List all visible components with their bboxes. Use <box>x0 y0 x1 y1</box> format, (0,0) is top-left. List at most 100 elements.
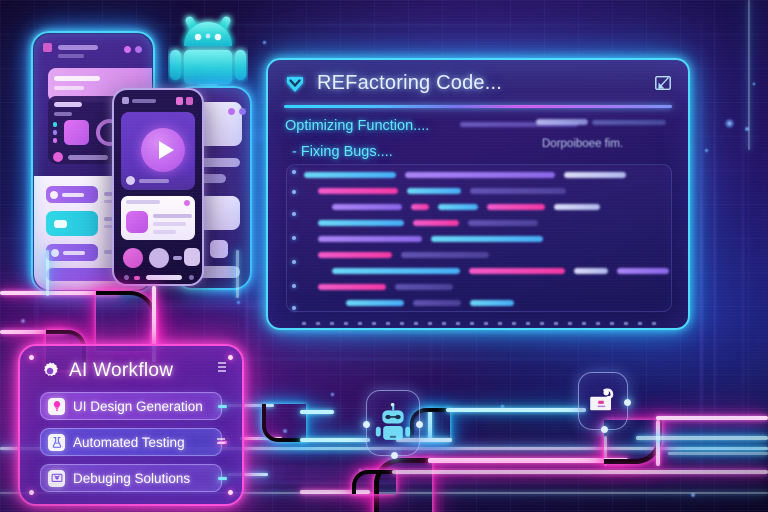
code-token <box>470 300 514 306</box>
trace-cyan <box>748 0 750 150</box>
code-token <box>617 268 669 274</box>
workflow-item-1[interactable]: UI Design Generation <box>40 392 227 420</box>
bg-streak <box>714 0 716 512</box>
bokeh-dot <box>744 126 750 132</box>
workflow-item-connector <box>218 477 227 480</box>
code-token <box>468 220 538 226</box>
gutter-marker <box>292 170 296 174</box>
code-token <box>469 268 565 274</box>
title-accent-rule <box>284 105 672 108</box>
workflow-panel-title: AI Workflow <box>69 360 174 381</box>
code-editor-window[interactable]: REFactoring Code... Optimizing Function.… <box>266 58 690 330</box>
workflow-item-label: Debuging Solutions <box>73 470 191 486</box>
trace-pink <box>656 416 768 420</box>
code-token <box>304 172 396 178</box>
workflow-item-connector <box>218 405 227 408</box>
node-pin <box>363 421 370 428</box>
gutter-marker <box>292 306 296 310</box>
code-token <box>318 220 404 226</box>
trace-pink <box>392 470 768 474</box>
ghost-label: Dorpoiboee fim. <box>542 138 624 150</box>
code-token <box>405 172 555 178</box>
bokeh-dot <box>330 392 335 397</box>
code-token <box>574 268 608 274</box>
bg-streak <box>258 0 260 512</box>
trace-pink <box>152 286 156 348</box>
bug-monitor-icon <box>48 469 65 487</box>
code-token <box>411 204 429 210</box>
bokeh-dot <box>358 468 362 472</box>
code-token <box>346 300 404 306</box>
gutter-marker <box>292 190 296 194</box>
status-line-optimizing: Optimizing Function.... <box>285 118 430 134</box>
lightbulb-icon <box>48 397 65 415</box>
code-token <box>318 188 398 194</box>
robot-icon <box>375 402 411 444</box>
bokeh-dot <box>660 440 665 445</box>
gear-icon <box>40 361 60 381</box>
code-token <box>395 284 453 290</box>
workflow-item-2[interactable]: Automated Testing <box>40 428 227 456</box>
trace-cyan <box>636 436 768 440</box>
code-token <box>407 188 461 194</box>
panel-corner-dot <box>29 490 34 495</box>
drag-grip-icon[interactable] <box>218 362 226 372</box>
chip-module-icon <box>587 387 619 416</box>
trace-pink <box>604 436 607 466</box>
bg-streak <box>742 0 744 512</box>
gutter-marker <box>292 284 296 288</box>
code-token <box>564 172 626 178</box>
code-token <box>318 284 386 290</box>
trace-pink <box>0 330 66 334</box>
bokeh-dot <box>752 82 756 86</box>
panel-corner-dot <box>228 355 233 360</box>
android-robot-logo <box>168 2 248 98</box>
workflow-item-label: Automated Testing <box>73 434 185 450</box>
code-token <box>470 188 566 194</box>
panel-corner-dot <box>228 490 233 495</box>
bg-streak <box>700 0 703 512</box>
trace-cyan <box>300 410 334 414</box>
trace-pink-elbow <box>374 458 432 512</box>
bokeh-dot <box>500 404 505 409</box>
code-token <box>332 204 402 210</box>
trace-cyan <box>428 408 432 442</box>
trace-pink <box>656 420 660 466</box>
trace-pink <box>0 291 120 295</box>
bokeh-dot <box>262 40 267 45</box>
workflow-item-3[interactable]: Debuging Solutions <box>40 464 227 492</box>
trace-cyan <box>668 452 768 455</box>
play-button-icon[interactable] <box>141 128 185 172</box>
trace-pink <box>428 458 628 463</box>
bokeh-dot <box>236 300 241 305</box>
bokeh-dot <box>704 148 709 153</box>
bokeh-dot <box>282 428 288 434</box>
trace-cyan <box>446 408 586 412</box>
trace-pink-elbow <box>96 291 156 351</box>
panel-corner-dot <box>29 355 34 360</box>
ghost-row <box>592 120 666 125</box>
node-pin <box>624 399 631 406</box>
code-dotted-separator <box>302 322 658 325</box>
code-token <box>438 204 478 210</box>
code-token <box>413 220 459 226</box>
gutter-marker <box>292 236 296 240</box>
trace-pink <box>300 490 370 494</box>
code-window-title: REFactoring Code... <box>317 72 502 94</box>
code-token <box>554 204 600 210</box>
trace-cyan <box>300 438 370 442</box>
flask-test-icon <box>48 433 65 451</box>
bokeh-dot <box>20 318 26 324</box>
bot-node[interactable] <box>363 390 423 459</box>
workflow-item-label: UI Design Generation <box>73 398 203 414</box>
item-grip-icon[interactable] <box>217 438 225 446</box>
chip-node[interactable] <box>578 372 631 433</box>
status-line-fixing-bugs: - Fixing Bugs.... <box>292 144 393 160</box>
chevron-down-shield-icon <box>284 73 306 95</box>
code-token <box>487 204 545 210</box>
node-pin <box>601 426 608 433</box>
expand-resize-icon[interactable] <box>654 74 672 97</box>
